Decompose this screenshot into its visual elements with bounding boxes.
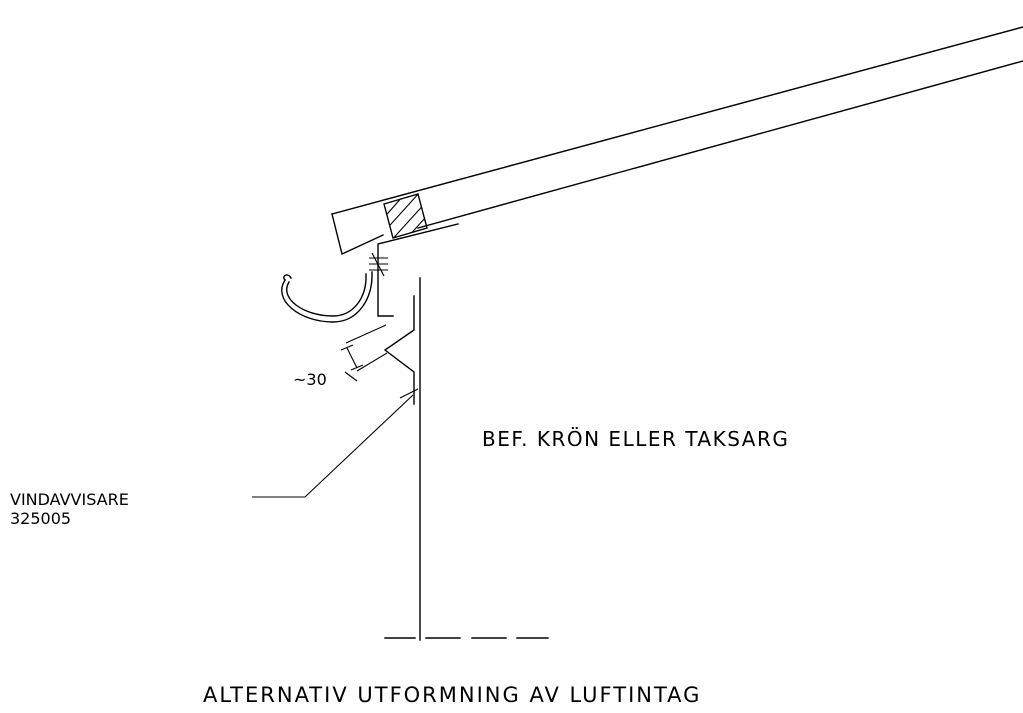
- wind-deflector: [383, 295, 415, 405]
- roof-slab: [331, 26, 1023, 255]
- gutter-bracket: [369, 223, 459, 317]
- part-number: 325005: [10, 509, 71, 528]
- drawing-caption: ALTERNATIV UTFORMNING AV LUFTINTAG: [203, 683, 701, 707]
- gutter: [281, 271, 373, 323]
- dimension-tick: [350, 364, 364, 371]
- deflector-profile: [383, 295, 415, 405]
- roof-bottom-line: [417, 60, 1023, 229]
- dimension-leader: [344, 371, 358, 382]
- gutter-outer: [281, 271, 373, 323]
- gutter-inner: [286, 273, 367, 317]
- roof-top-line: [331, 26, 1023, 215]
- bracket-mark: [371, 252, 385, 277]
- part-leader: [252, 394, 414, 498]
- dimension-extension: [356, 352, 388, 372]
- dimension-label: ~30: [293, 370, 327, 389]
- dimension-line: [346, 347, 358, 369]
- gutter-bead: [283, 274, 292, 281]
- part-name: VINDAVVISARE: [10, 490, 129, 509]
- fascia-profile: [331, 213, 384, 255]
- timber-batten: [383, 193, 428, 239]
- dimension-30: [340, 324, 388, 382]
- dimension-extension: [345, 324, 387, 344]
- batten-hatch: [384, 194, 427, 238]
- part-leader-tick: [399, 388, 419, 399]
- dimension-tick: [340, 344, 354, 351]
- bracket-strip: [377, 223, 459, 317]
- wall-note: BEF. KRÖN ELLER TAKSARG: [482, 427, 789, 451]
- batten-outline: [383, 193, 428, 239]
